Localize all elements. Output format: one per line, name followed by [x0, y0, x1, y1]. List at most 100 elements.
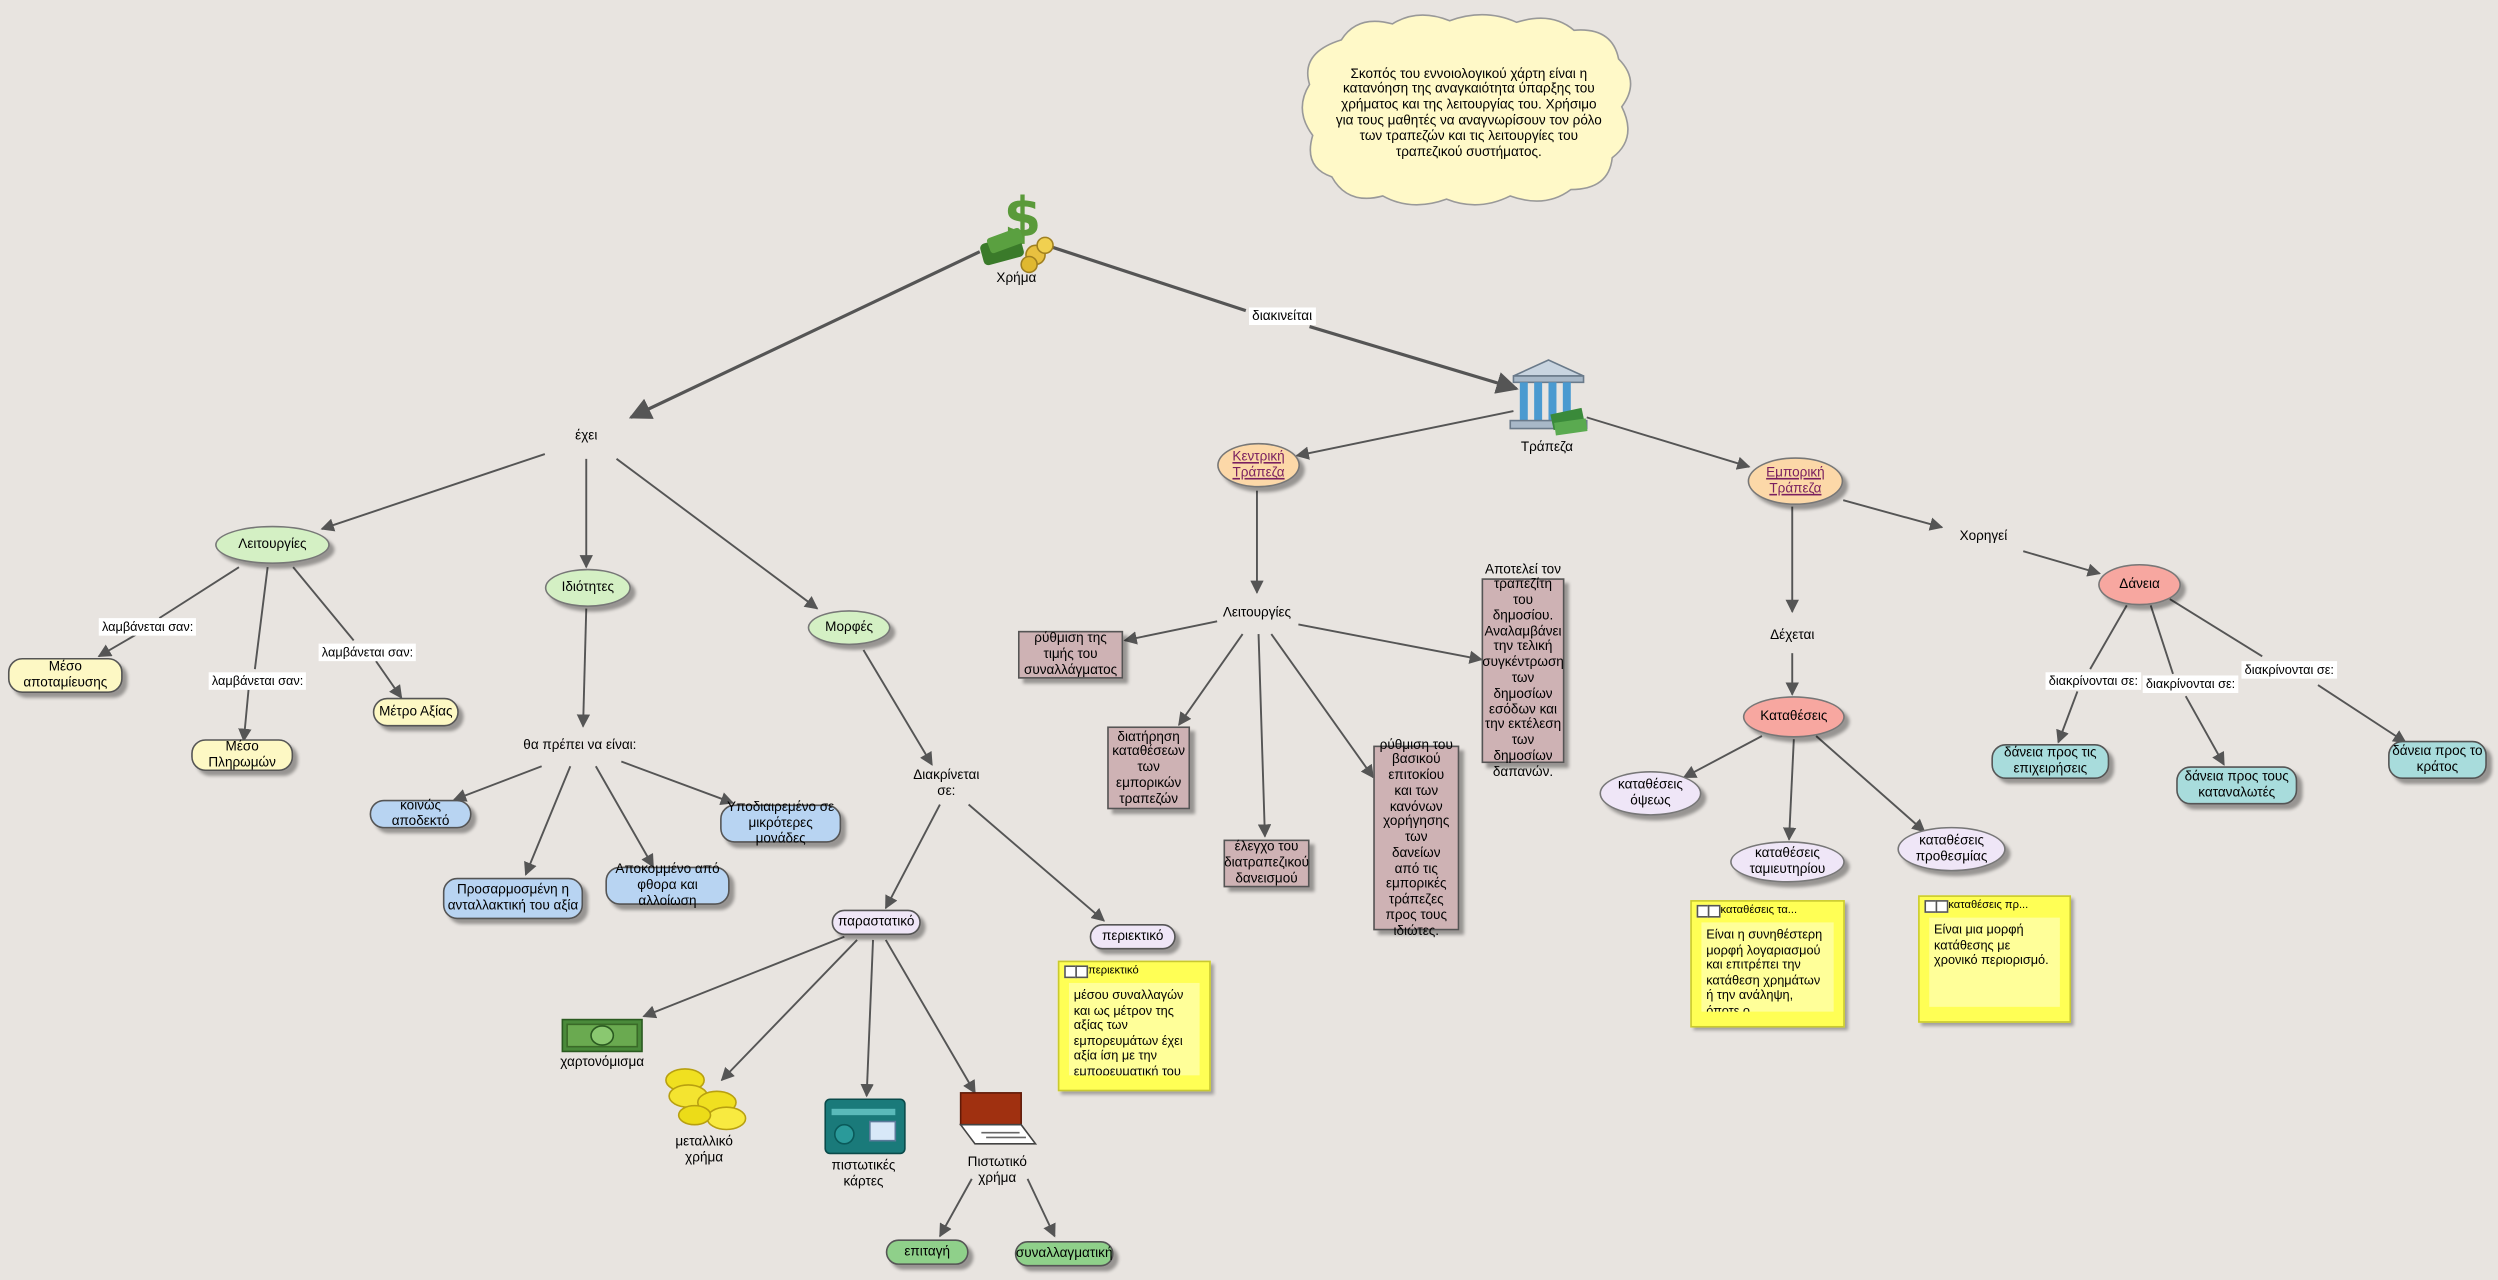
metal-money-label: μεταλλικό χρήμα [675, 1132, 733, 1165]
savings-note-body: Είναι η συνηθέστερη μορφή λογαριασμού κα… [1701, 922, 1834, 1012]
check-node[interactable]: επιταγή [885, 1239, 969, 1265]
link-forms-divided [862, 649, 933, 766]
link-credit-bill [1026, 1178, 1056, 1238]
link-l1-store [97, 633, 138, 658]
link-divided-representative [884, 804, 941, 910]
intrinsic-note-title: περιεκτικό [1088, 965, 1139, 977]
state-banker-node[interactable]: Αποτελεί τον τραπεζίτη του δημοσίου. Ανα… [1481, 560, 1565, 779]
business-loans-node[interactable]: δάνεια προς τις επιχειρήσεις [1991, 743, 2110, 780]
link-cb-rate [1123, 620, 1218, 645]
interbank-node[interactable]: έλεγχο του διατραπεζικού δανεισμού [1223, 838, 1310, 888]
link-functions-l2 [253, 567, 269, 670]
bank-building-icon [1509, 359, 1588, 436]
consumer-loans-node[interactable]: δάνεια προς τους καταναλωτές [2176, 766, 2298, 805]
central-bank-node[interactable]: Κεντρική Τράπεζα [1217, 442, 1300, 488]
commonly-accepted-node[interactable]: κοινώς αποδεκτό [369, 797, 472, 829]
exchange-rate-node[interactable]: ρύθμιση της τιμής του συναλλάγματος [1017, 630, 1124, 679]
link-bank-commercial [1586, 416, 1751, 470]
functions-node[interactable]: Λειτουργίες [215, 525, 330, 564]
link-deposits-savings [1782, 739, 1797, 841]
measure-of-value-node[interactable]: Μέτρο Αξίας [372, 697, 459, 727]
link-grants-loans [2022, 550, 2101, 577]
sight-deposits-node[interactable]: καταθέσεις όψεως [1599, 771, 1702, 816]
intrinsic-node[interactable]: περιεκτικό [1089, 923, 1176, 950]
link-rep-metal [720, 939, 858, 1082]
payment-node[interactable]: Μέσο Πληρωμών [191, 738, 294, 772]
bank-label: Τράπεζα [1520, 438, 1573, 455]
purpose-cloud-text: Σκοπός του εννοιολογικού χάρτη είναι η κ… [1335, 64, 1602, 159]
savings-note[interactable]: καταθέσεις τα... Είναι η συνηθέστερη μορ… [1690, 900, 1845, 1028]
interest-rate-node[interactable]: ρύθμιση του βασικού επιτοκίου και των κα… [1373, 735, 1460, 938]
link-properties-mustbe [576, 608, 591, 728]
savings-deposits-node[interactable]: καταθέσεις ταμιευτηρίου [1730, 841, 1845, 883]
representative-node[interactable]: παραστατικό [831, 909, 921, 936]
link-mustbe-adapted [524, 765, 572, 876]
commercial-bank-node[interactable]: Εμπορική Τράπεζα [1747, 457, 1844, 506]
link-bank-central [1295, 410, 1514, 460]
state-loans-node[interactable]: δάνεια προς το κράτος [2388, 740, 2487, 780]
coins-icon [665, 1068, 747, 1131]
link-l3-measure [375, 660, 403, 699]
term-note[interactable]: καταθέσεις πρ... Είναι μια μορφή κατάθεσ… [1918, 895, 2072, 1023]
deposits-keeping-node[interactable]: διατήρηση καταθέσεων των εμπορικών τραπε… [1107, 726, 1191, 810]
cloud-shape [1301, 13, 1632, 206]
link-cb-state [1298, 623, 1483, 664]
grants-label: Χορηγεί [1959, 527, 2008, 544]
term-deposits-node[interactable]: καταθέσεις προθεσμίας [1897, 826, 2006, 872]
intrinsic-note[interactable]: περιεκτικό μέσου συναλλαγών και ως μέτρο… [1057, 960, 1211, 1092]
link-deposits-term [1815, 735, 1926, 833]
forms-node[interactable]: Μορφές [807, 610, 891, 646]
link-cb-rates [1270, 633, 1375, 779]
accepts-label: Δέχεται [1770, 626, 1815, 643]
checkbook-icon [959, 1092, 1038, 1145]
intrinsic-note-body: μέσου συναλλαγών και ως μέτρον της αξίας… [1068, 982, 1200, 1076]
cb-functions-label: Λειτουργίες [1222, 603, 1292, 620]
link-functions-l1 [158, 566, 240, 619]
adapted-value-node[interactable]: Προσαρμοσμένη η ανταλλακτική του αξία [442, 877, 584, 920]
link-mustbe-common [452, 765, 542, 802]
banknote-label: χαρτονόμισμα [560, 1053, 645, 1069]
link-loans-d3 [2169, 598, 2263, 658]
bill-of-exchange-node[interactable]: συναλλαγματική [1014, 1241, 1114, 1267]
term-note-body: Είναι μια μορφή κατάθεσης με χρονικό περ… [1929, 917, 2060, 1007]
distinguished-label-1: διακρίνονται σε: [2045, 672, 2142, 690]
deposits-node[interactable]: Καταθέσεις [1742, 696, 1845, 738]
taken-as-label-1: λαμβάνεται σαν: [98, 618, 197, 636]
link-deposits-sight [1682, 735, 1763, 779]
credit-cards-label: πιστωτικές κάρτες [831, 1156, 896, 1189]
link-commercial-grants [1842, 499, 1944, 531]
money-bag-icon: $ [980, 186, 1054, 274]
savings-note-title: καταθέσεις τα... [1720, 904, 1798, 917]
has-label: έχει [575, 427, 598, 444]
money-label: Χρήμα [996, 269, 1037, 286]
properties-node[interactable]: Ιδιότητες [544, 568, 631, 607]
loans-node[interactable]: Δάνεια [2098, 563, 2181, 606]
store-of-value-node[interactable]: Μέσο αποταμίευσης [7, 657, 123, 693]
link-loans-d1 [2089, 604, 2128, 670]
link-mustbe-divisible [620, 760, 735, 806]
link-functions-l3 [292, 566, 355, 642]
must-be-label: θα πρέπει να είναι: [523, 736, 637, 753]
protected-node[interactable]: Αποκομμένο από φθορα και αλλοίωση [605, 861, 730, 908]
link-divided-intrinsic [967, 803, 1106, 922]
note-expand-icon[interactable] [1707, 904, 1721, 918]
divisible-node[interactable]: Υποδιαιρεμένο σε μικρότερες μονάδες [720, 799, 842, 846]
note-expand-icon[interactable] [1075, 965, 1089, 979]
distinguished-label-3: διακρίνονται σε: [2241, 661, 2338, 679]
link-rep-credit [884, 939, 976, 1095]
term-note-title: καταθέσεις πρ... [1948, 900, 2029, 912]
link-has-forms [615, 458, 819, 610]
link-credit-check [939, 1178, 973, 1238]
link-d2-consumers [2184, 695, 2225, 766]
taken-as-label-3: λαμβάνεται σαν: [318, 643, 417, 662]
note-expand-icon[interactable] [1935, 900, 1949, 913]
taken-as-label-2: λαμβάνεται σαν: [208, 672, 307, 690]
central-bank-link[interactable]: Κεντρική Τράπεζα [1232, 448, 1285, 480]
distinguished-label-2: διακρίνονται σε: [2142, 675, 2239, 693]
link-money-has [628, 250, 981, 419]
link-cb-interbank [1257, 634, 1272, 838]
commercial-bank-link[interactable]: Εμπορική Τράπεζα [1766, 463, 1825, 496]
link-managed-bank [1309, 325, 1519, 394]
